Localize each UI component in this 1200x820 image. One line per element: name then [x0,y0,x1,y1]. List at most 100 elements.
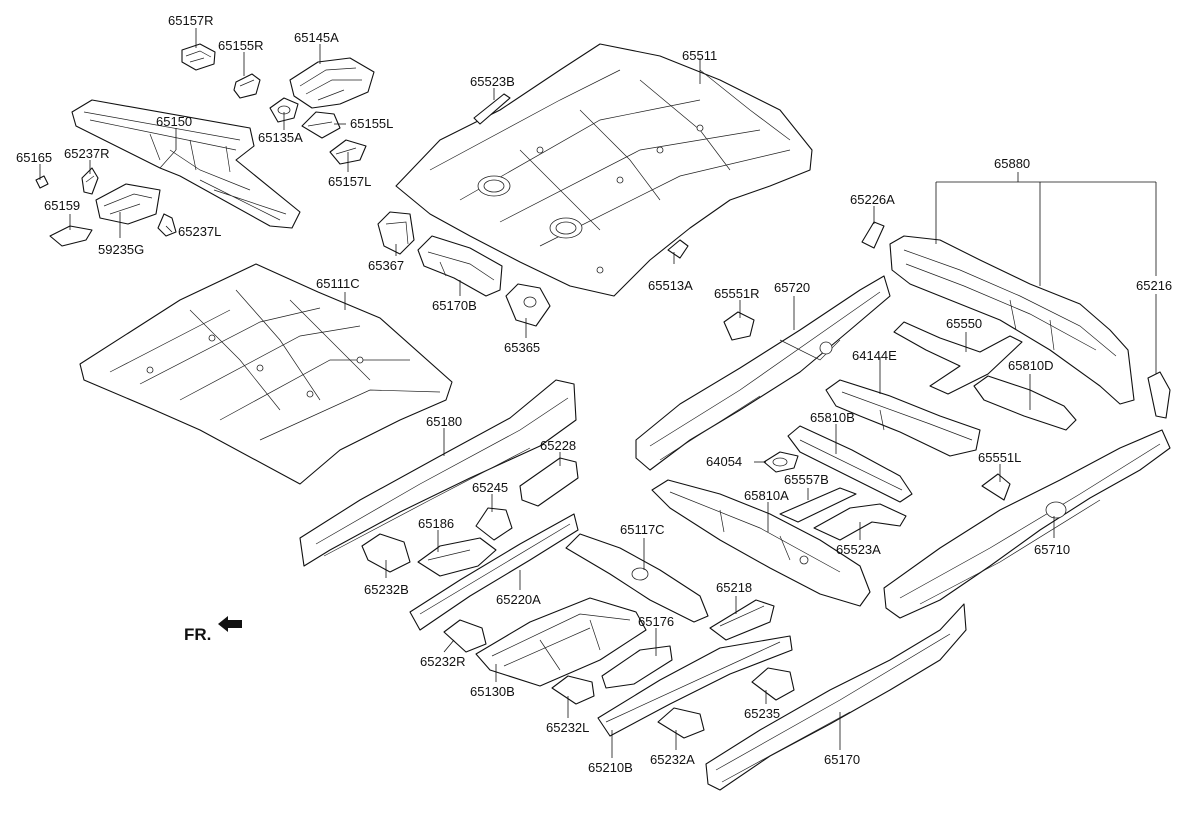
part-65228[interactable] [519,457,579,507]
part-64054[interactable] [763,451,799,473]
part-65365[interactable] [505,283,551,327]
label-65720: 65720 [774,280,810,295]
label-65157L: 65157L [328,174,371,189]
label-65155R: 65155R [218,38,264,53]
label-65710: 65710 [1034,542,1070,557]
part-65523B[interactable] [473,93,511,125]
label-65218: 65218 [716,580,752,595]
label-65523A: 65523A [836,542,881,557]
label-65367: 65367 [368,258,404,273]
part-65810D[interactable] [973,375,1077,431]
front-arrow-icon [218,616,242,632]
part-64144E[interactable] [825,379,981,457]
label-65216: 65216 [1136,278,1172,293]
label-65186: 65186 [418,516,454,531]
part-65220A[interactable] [409,513,579,631]
leader-lines [39,28,1157,758]
label-65165: 65165 [16,150,52,165]
part-65551L[interactable] [981,473,1011,501]
part-65170[interactable] [705,603,967,791]
part-65150[interactable] [71,99,301,229]
label-65130B: 65130B [470,684,515,699]
part-65226A[interactable] [861,221,885,249]
label-65810A: 65810A [744,488,789,503]
part-65145A[interactable] [289,57,375,109]
part-65232R[interactable] [443,619,487,653]
part-65810B[interactable] [787,425,913,503]
label-65523B: 65523B [470,74,515,89]
part-65245[interactable] [475,507,513,541]
label-64054: 64054 [706,454,742,469]
part-65557B[interactable] [779,487,857,523]
part-65511[interactable] [395,43,813,297]
part-65155R[interactable] [233,73,261,99]
label-65232L: 65232L [546,720,589,735]
part-65232L[interactable] [551,675,595,705]
label-65810D: 65810D [1008,358,1054,373]
part-65513A[interactable] [667,239,689,259]
label-65220A: 65220A [496,592,541,607]
part-65176[interactable] [601,645,673,689]
part-65232A[interactable] [657,707,705,739]
part-59235G[interactable] [95,183,161,225]
label-65232R: 65232R [420,654,466,669]
label-65810B: 65810B [810,410,855,425]
part-65720[interactable] [635,275,891,471]
label-65176: 65176 [638,614,674,629]
part-65130B[interactable] [475,597,647,687]
label-65365: 65365 [504,340,540,355]
part-65180[interactable] [299,379,577,567]
label-59235G: 59235G [98,242,144,257]
part-65551R[interactable] [723,311,755,341]
label-65111C: 65111C [316,276,360,291]
label-65226A: 65226A [850,192,895,207]
part-65810A[interactable] [651,479,871,607]
label-65210B: 65210B [588,760,633,775]
label-65232A: 65232A [650,752,695,767]
part-65550[interactable] [893,321,1023,395]
label-64144E: 64144E [852,348,897,363]
label-65880: 65880 [994,156,1030,171]
part-65159[interactable] [49,225,93,247]
label-65145A: 65145A [294,30,339,45]
label-65550: 65550 [946,316,982,331]
part-65235[interactable] [751,667,795,701]
label-65557B: 65557B [784,472,829,487]
label-65117C: 65117C [620,522,665,537]
label-65235: 65235 [744,706,780,721]
label-65551R: 65551R [714,286,760,301]
label-65513A: 65513A [648,278,693,293]
part-65111C[interactable] [79,263,453,485]
part-65367[interactable] [377,211,415,255]
part-65232B[interactable] [361,533,411,573]
part-65157R[interactable] [181,43,216,71]
part-65117C[interactable] [565,533,709,623]
part-65880[interactable] [889,235,1135,405]
part-65135A[interactable] [269,97,299,123]
label-65150: 65150 [156,114,192,129]
label-65135A: 65135A [258,130,303,145]
part-65237L[interactable] [157,213,177,237]
label-65551L: 65551L [978,450,1021,465]
part-65210B[interactable] [597,635,793,737]
front-direction-label: FR. [184,625,211,644]
label-65232B: 65232B [364,582,409,597]
label-65170: 65170 [824,752,860,767]
part-65165[interactable] [35,175,49,189]
label-65170B: 65170B [432,298,477,313]
part-65216[interactable] [1147,371,1171,419]
part-65155L[interactable] [301,111,341,139]
label-65159: 65159 [44,198,80,213]
label-65237L: 65237L [178,224,221,239]
label-65180: 65180 [426,414,462,429]
part-65186[interactable] [417,537,497,577]
label-65245: 65245 [472,480,508,495]
part-65218[interactable] [709,599,775,641]
label-65237R: 65237R [64,146,110,161]
label-65228: 65228 [540,438,576,453]
part-65170B[interactable] [417,235,503,297]
label-65155L: 65155L [350,116,393,131]
part-65710[interactable] [883,429,1171,619]
label-65511: 65511 [682,48,717,63]
